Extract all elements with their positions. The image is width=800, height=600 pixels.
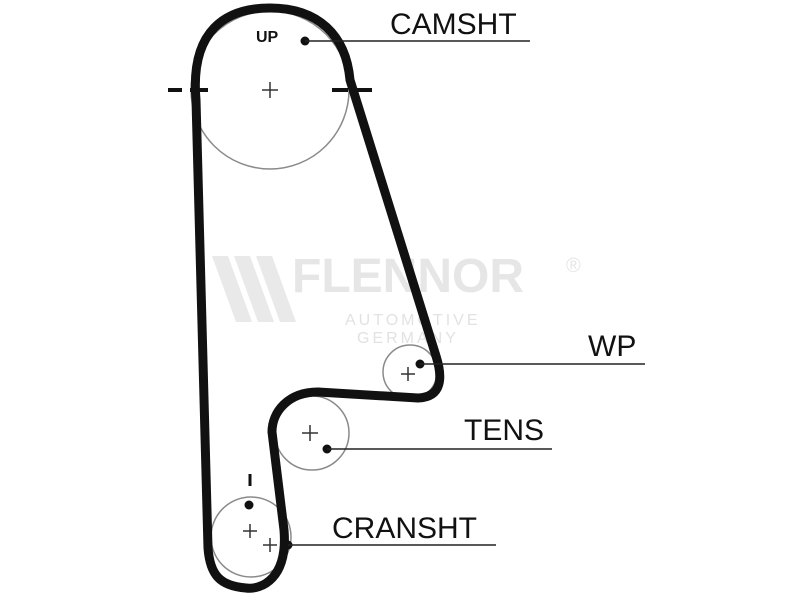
timing-marks: [168, 88, 372, 486]
tensioner-label: TENS: [464, 414, 544, 447]
timing-belt: [190, 3, 445, 593]
camshaft-center-icon: [262, 82, 278, 98]
watermark-logo-stripe: [256, 256, 296, 322]
water-pump-label: WP: [588, 330, 636, 363]
watermark-line1: AUTOMOTIVE: [345, 312, 481, 329]
leader-lines: [288, 40, 645, 546]
watermark-registered: ®: [566, 255, 581, 277]
pulley-centers: [243, 82, 415, 552]
water-pump-center-icon: [401, 367, 415, 381]
watermark-logo: FLENNOR ® AUTOMOTIVE GERMANY: [212, 250, 581, 347]
crankshaft-dot-top: [244, 500, 254, 510]
watermark-logo-stripe: [212, 256, 252, 322]
tensioner-center-icon: [302, 425, 318, 441]
crankshaft-center-icon: [243, 524, 277, 552]
camshaft-label: CAMSHT: [390, 8, 517, 41]
camshaft-up-mark: UP: [256, 29, 279, 46]
watermark-logo-stripe: [234, 256, 274, 322]
crankshaft-label: CRANSHT: [332, 512, 477, 545]
